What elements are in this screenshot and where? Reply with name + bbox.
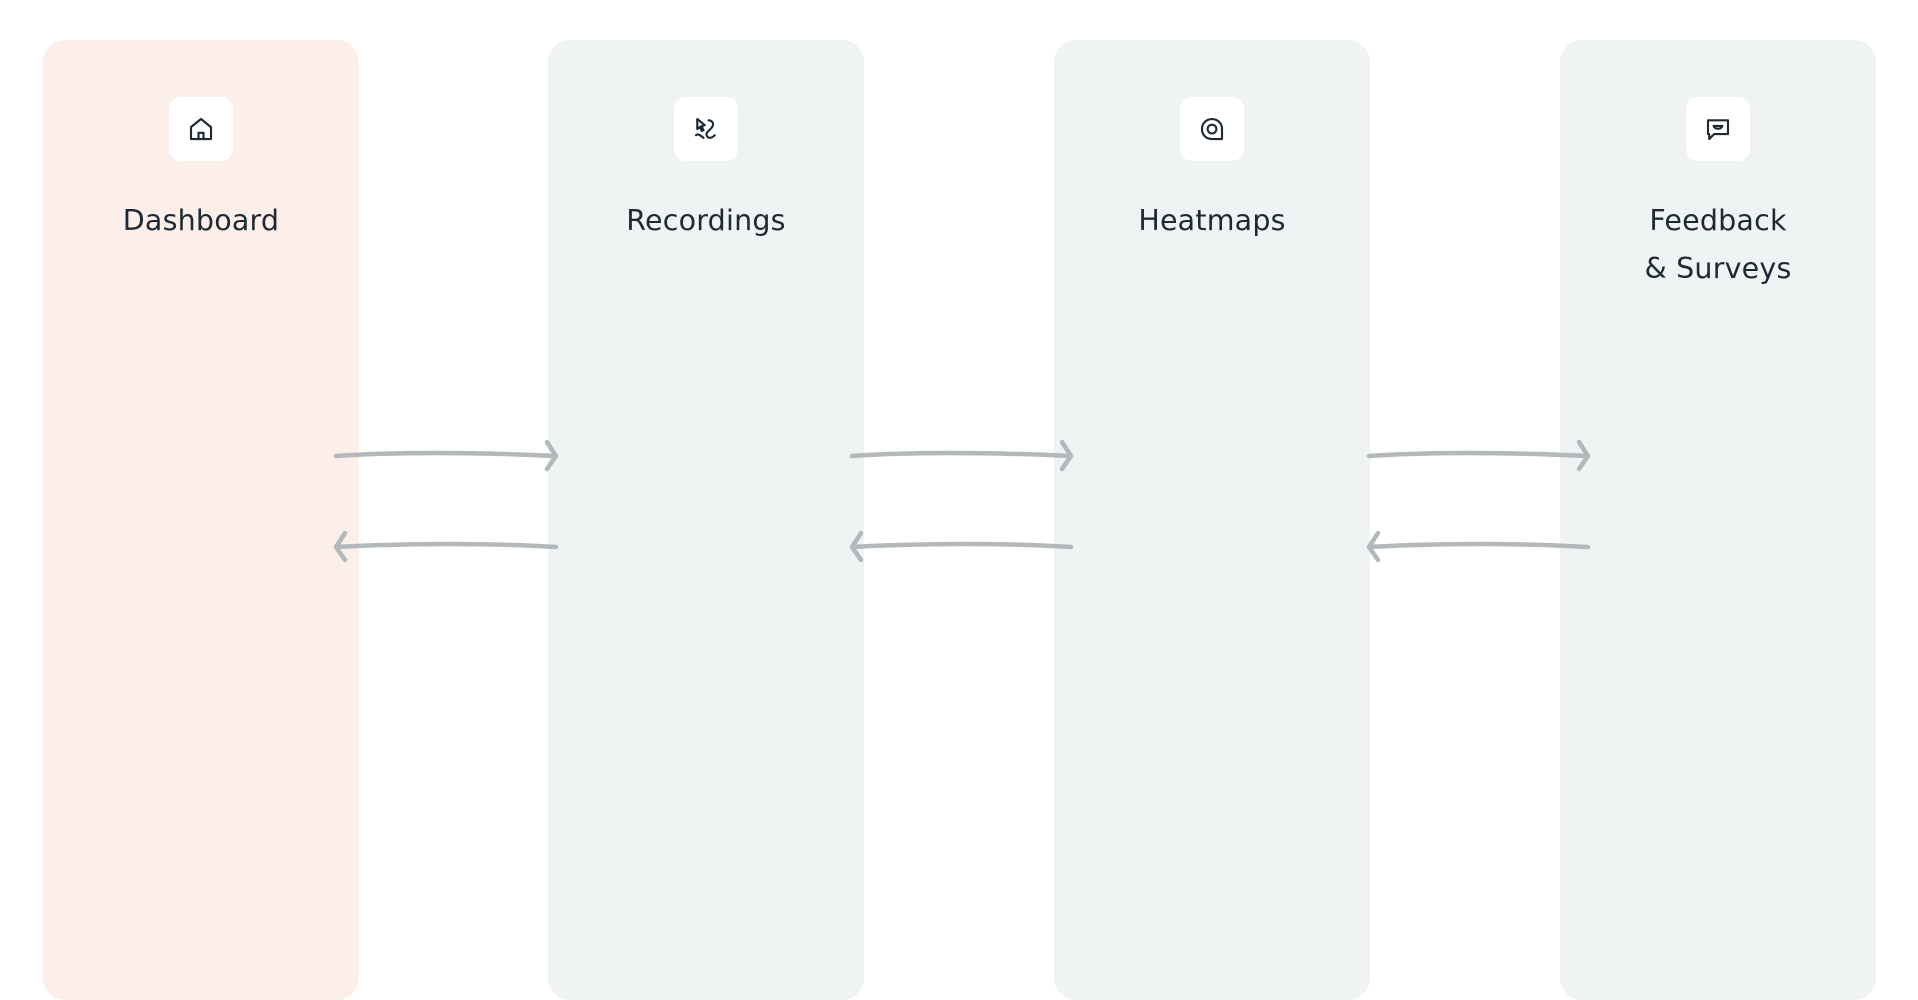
column-heatmaps[interactable]: Heatmaps — [1054, 40, 1370, 1000]
column-recordings[interactable]: Recordings — [548, 40, 864, 1000]
column-label-line: Recordings — [626, 204, 786, 237]
column-label-line: Heatmaps — [1138, 204, 1286, 237]
column-label-line: Feedback — [1649, 204, 1787, 237]
arrow-back — [333, 530, 559, 563]
icon-tile — [1686, 97, 1750, 161]
house-icon — [189, 117, 213, 141]
arrow-forward — [333, 439, 559, 472]
column-label-line: & Surveys — [1644, 252, 1792, 285]
icon-tile — [169, 97, 233, 161]
column-label: Feedback & Surveys — [1560, 197, 1876, 293]
arrow-forward — [849, 439, 1074, 472]
column-label-line: Dashboard — [122, 204, 280, 237]
arrow-forward — [1366, 439, 1591, 472]
column-label: Dashboard — [43, 197, 359, 245]
column-label: Heatmaps — [1054, 197, 1370, 245]
heatmap-icon — [1200, 117, 1224, 141]
arrow-back — [849, 530, 1074, 563]
column-feedback-surveys[interactable]: Feedback & Surveys — [1560, 40, 1876, 1000]
icon-tile — [1180, 97, 1244, 161]
column-label: Recordings — [548, 197, 864, 245]
cursor-path-icon — [694, 117, 716, 139]
icon-tile — [674, 97, 738, 161]
column-dashboard[interactable]: Dashboard — [43, 40, 359, 1000]
arrow-back — [1366, 530, 1591, 563]
feedback-chat-icon — [1706, 119, 1730, 141]
